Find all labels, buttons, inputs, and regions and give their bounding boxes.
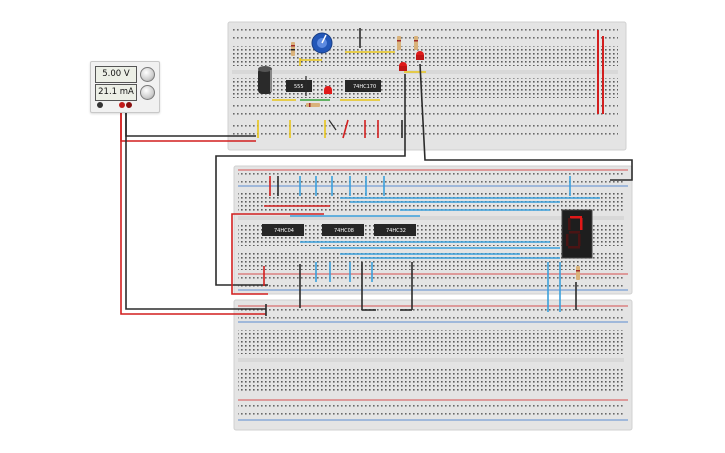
power-supply[interactable]: 5.00 V 21.1 mA	[90, 61, 160, 113]
wire-red-middle-loop[interactable]	[231, 213, 324, 295]
voltage-knob[interactable]	[140, 67, 155, 82]
wire-red-top-1[interactable]	[342, 119, 349, 139]
psu-terminal-positive[interactable]	[119, 102, 125, 108]
psu-terminal-negative[interactable]	[126, 102, 132, 108]
psu-terminal-ground[interactable]	[97, 102, 103, 108]
current-display: 21.1 mA	[95, 84, 137, 101]
chip-74hc08-label: 74HC08	[334, 228, 354, 234]
wire-black-top-3[interactable]	[328, 119, 337, 131]
led-red-3[interactable]	[416, 51, 424, 60]
chip-74hc170[interactable]: 74HC170	[345, 80, 381, 92]
resistor-3[interactable]	[414, 36, 418, 50]
resistor-4[interactable]	[306, 103, 320, 107]
chip-555[interactable]: 555	[286, 80, 312, 92]
wire-black-psu-bottom[interactable]	[125, 104, 266, 310]
capacitor[interactable]	[258, 66, 272, 94]
seven-segment-display[interactable]: 7	[561, 209, 593, 259]
led-red-2[interactable]	[399, 62, 407, 71]
chip-555-label: 555	[294, 84, 304, 90]
chip-74hc170-label: 74HC170	[353, 84, 376, 90]
chip-74hc04[interactable]: 74HC04	[262, 224, 304, 236]
led-red-1[interactable]	[324, 86, 332, 94]
chip-74hc08[interactable]: 74HC08	[322, 224, 364, 236]
chip-74hc32[interactable]: 74HC32	[374, 224, 416, 236]
potentiometer[interactable]	[311, 32, 333, 54]
wire-black-board-link-1[interactable]	[215, 74, 406, 286]
breadboard-bottom[interactable]	[233, 299, 633, 431]
wire-red-psu-bottom[interactable]	[120, 104, 266, 315]
resistor-1[interactable]	[291, 42, 295, 56]
wire-black-board-link-2[interactable]	[419, 63, 633, 181]
current-knob[interactable]	[140, 85, 155, 100]
breadboard-middle[interactable]	[233, 165, 633, 295]
resistor-2[interactable]	[397, 36, 401, 50]
voltage-display: 5.00 V	[95, 66, 137, 83]
chip-74hc32-label: 74HC32	[386, 228, 406, 234]
resistor-middle[interactable]	[576, 266, 580, 280]
chip-74hc04-label: 74HC04	[274, 228, 294, 234]
